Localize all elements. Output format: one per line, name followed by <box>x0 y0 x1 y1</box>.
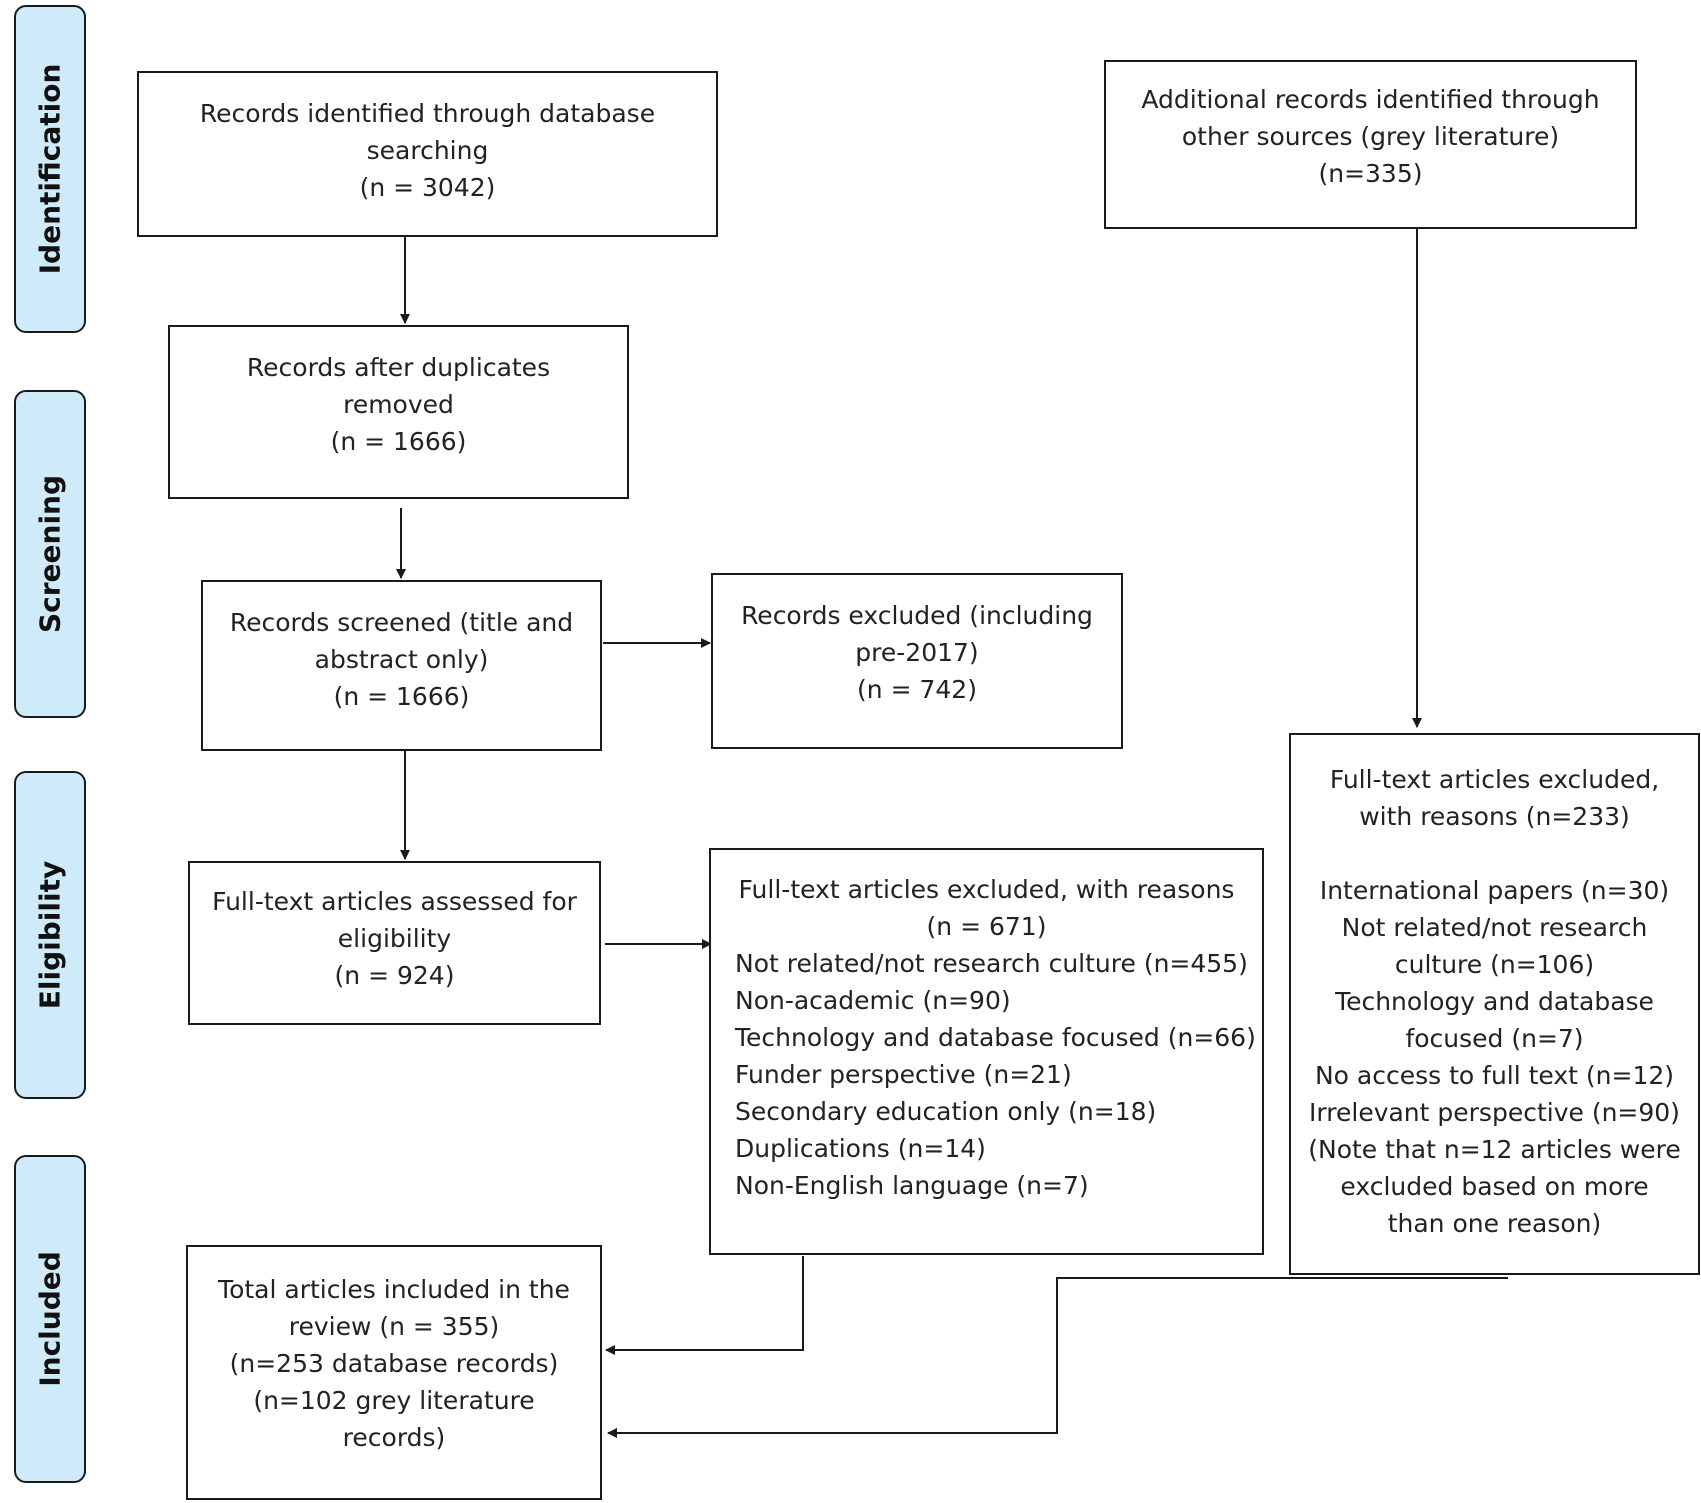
box-duplicates-removed: Records after duplicates removed (n = 16… <box>168 325 629 499</box>
box-fulltext-excluded-grey: Full-text articles excluded, with reason… <box>1289 733 1700 1275</box>
text-other-sources-count: (n=335) <box>1318 159 1423 188</box>
list-item: International papers (n=30) <box>1319 876 1670 905</box>
text-included-4: (n=102 grey literature <box>253 1386 535 1415</box>
arrow-excluded-db-to-included <box>605 1256 804 1355</box>
text-database-search-1: Records identified through database <box>199 99 656 128</box>
list-item: No access to full text (n=12) <box>1314 1061 1675 1090</box>
text-screened-1: Records screened (title and <box>229 608 574 637</box>
box-total-included: Total articles included in the review (n… <box>186 1245 602 1500</box>
box-records-screened: Records screened (title and abstract onl… <box>201 580 602 751</box>
text-duplicates-1: Records after duplicates <box>246 353 551 382</box>
text-fulltext-excluded-count: (n = 671) <box>926 912 1047 941</box>
stage-identification: Identification <box>14 5 86 333</box>
list-item: Irrelevant perspective (n=90) <box>1309 1098 1680 1127</box>
list-item: (Note that n=12 articles were <box>1308 1135 1681 1164</box>
spacer <box>1291 835 1698 872</box>
list-item: Non-academic (n=90) <box>735 986 1011 1015</box>
list-item: Secondary education only (n=18) <box>735 1097 1157 1126</box>
list-item: Technology and database focused (n=66) <box>735 1023 1256 1052</box>
list-item: Technology and database <box>1335 987 1654 1016</box>
text-database-search-count: (n = 3042) <box>359 173 496 202</box>
list-item: Duplications (n=14) <box>735 1134 986 1163</box>
stage-eligibility: Eligibility <box>14 771 86 1099</box>
box-records-excluded: Records excluded (including pre-2017) (n… <box>711 573 1123 749</box>
text-duplicates-2: removed <box>343 390 454 419</box>
text-other-sources-2: other sources (grey literature) <box>1181 122 1560 151</box>
text-included-5: records) <box>342 1423 446 1452</box>
text-other-sources-1: Additional records identified through <box>1141 85 1600 114</box>
text-assessed-2: eligibility <box>337 924 452 953</box>
text-included-3: (n=253 database records) <box>229 1349 559 1378</box>
box-fulltext-excluded-database: Full-text articles excluded, with reason… <box>709 848 1264 1255</box>
text-assessed-count: (n = 924) <box>334 961 455 990</box>
text-duplicates-count: (n = 1666) <box>330 427 467 456</box>
list-item: than one reason) <box>1387 1209 1602 1238</box>
text-excluded-count: (n = 742) <box>857 675 977 704</box>
text-assessed-1: Full-text articles assessed for <box>212 887 577 916</box>
text-included-2: review (n = 355) <box>288 1312 500 1341</box>
text-excluded-2: pre-2017) <box>855 638 979 667</box>
list-item: culture (n=106) <box>1394 950 1595 979</box>
text-grey-excluded-count: with reasons (n=233) <box>1359 802 1630 831</box>
text-fulltext-excluded-heading: Full-text articles excluded, with reason… <box>738 875 1235 904</box>
list-item: focused (n=7) <box>1405 1024 1584 1053</box>
text-included-1: Total articles included in the <box>218 1275 570 1304</box>
list-item: Non-English language (n=7) <box>735 1171 1089 1200</box>
text-screened-count: (n = 1666) <box>333 682 470 711</box>
text-screened-2: abstract only) <box>314 645 489 674</box>
list-item: Not related/not research <box>1341 913 1648 942</box>
box-fulltext-assessed: Full-text articles assessed for eligibil… <box>188 861 601 1025</box>
list-item: excluded based on more <box>1340 1172 1649 1201</box>
box-other-sources: Additional records identified through ot… <box>1104 60 1637 229</box>
arrow-grey-to-included <box>607 1277 1508 1438</box>
list-item: Not related/not research culture (n=455) <box>735 949 1248 978</box>
list-item: Funder perspective (n=21) <box>735 1060 1072 1089</box>
stage-screening: Screening <box>14 390 86 718</box>
stage-included: Included <box>14 1155 86 1483</box>
text-excluded-1: Records excluded (including <box>741 601 1093 630</box>
box-database-search: Records identified through database sear… <box>137 71 718 237</box>
text-grey-excluded-heading: Full-text articles excluded, <box>1329 765 1660 794</box>
text-database-search-2: searching <box>366 136 489 165</box>
